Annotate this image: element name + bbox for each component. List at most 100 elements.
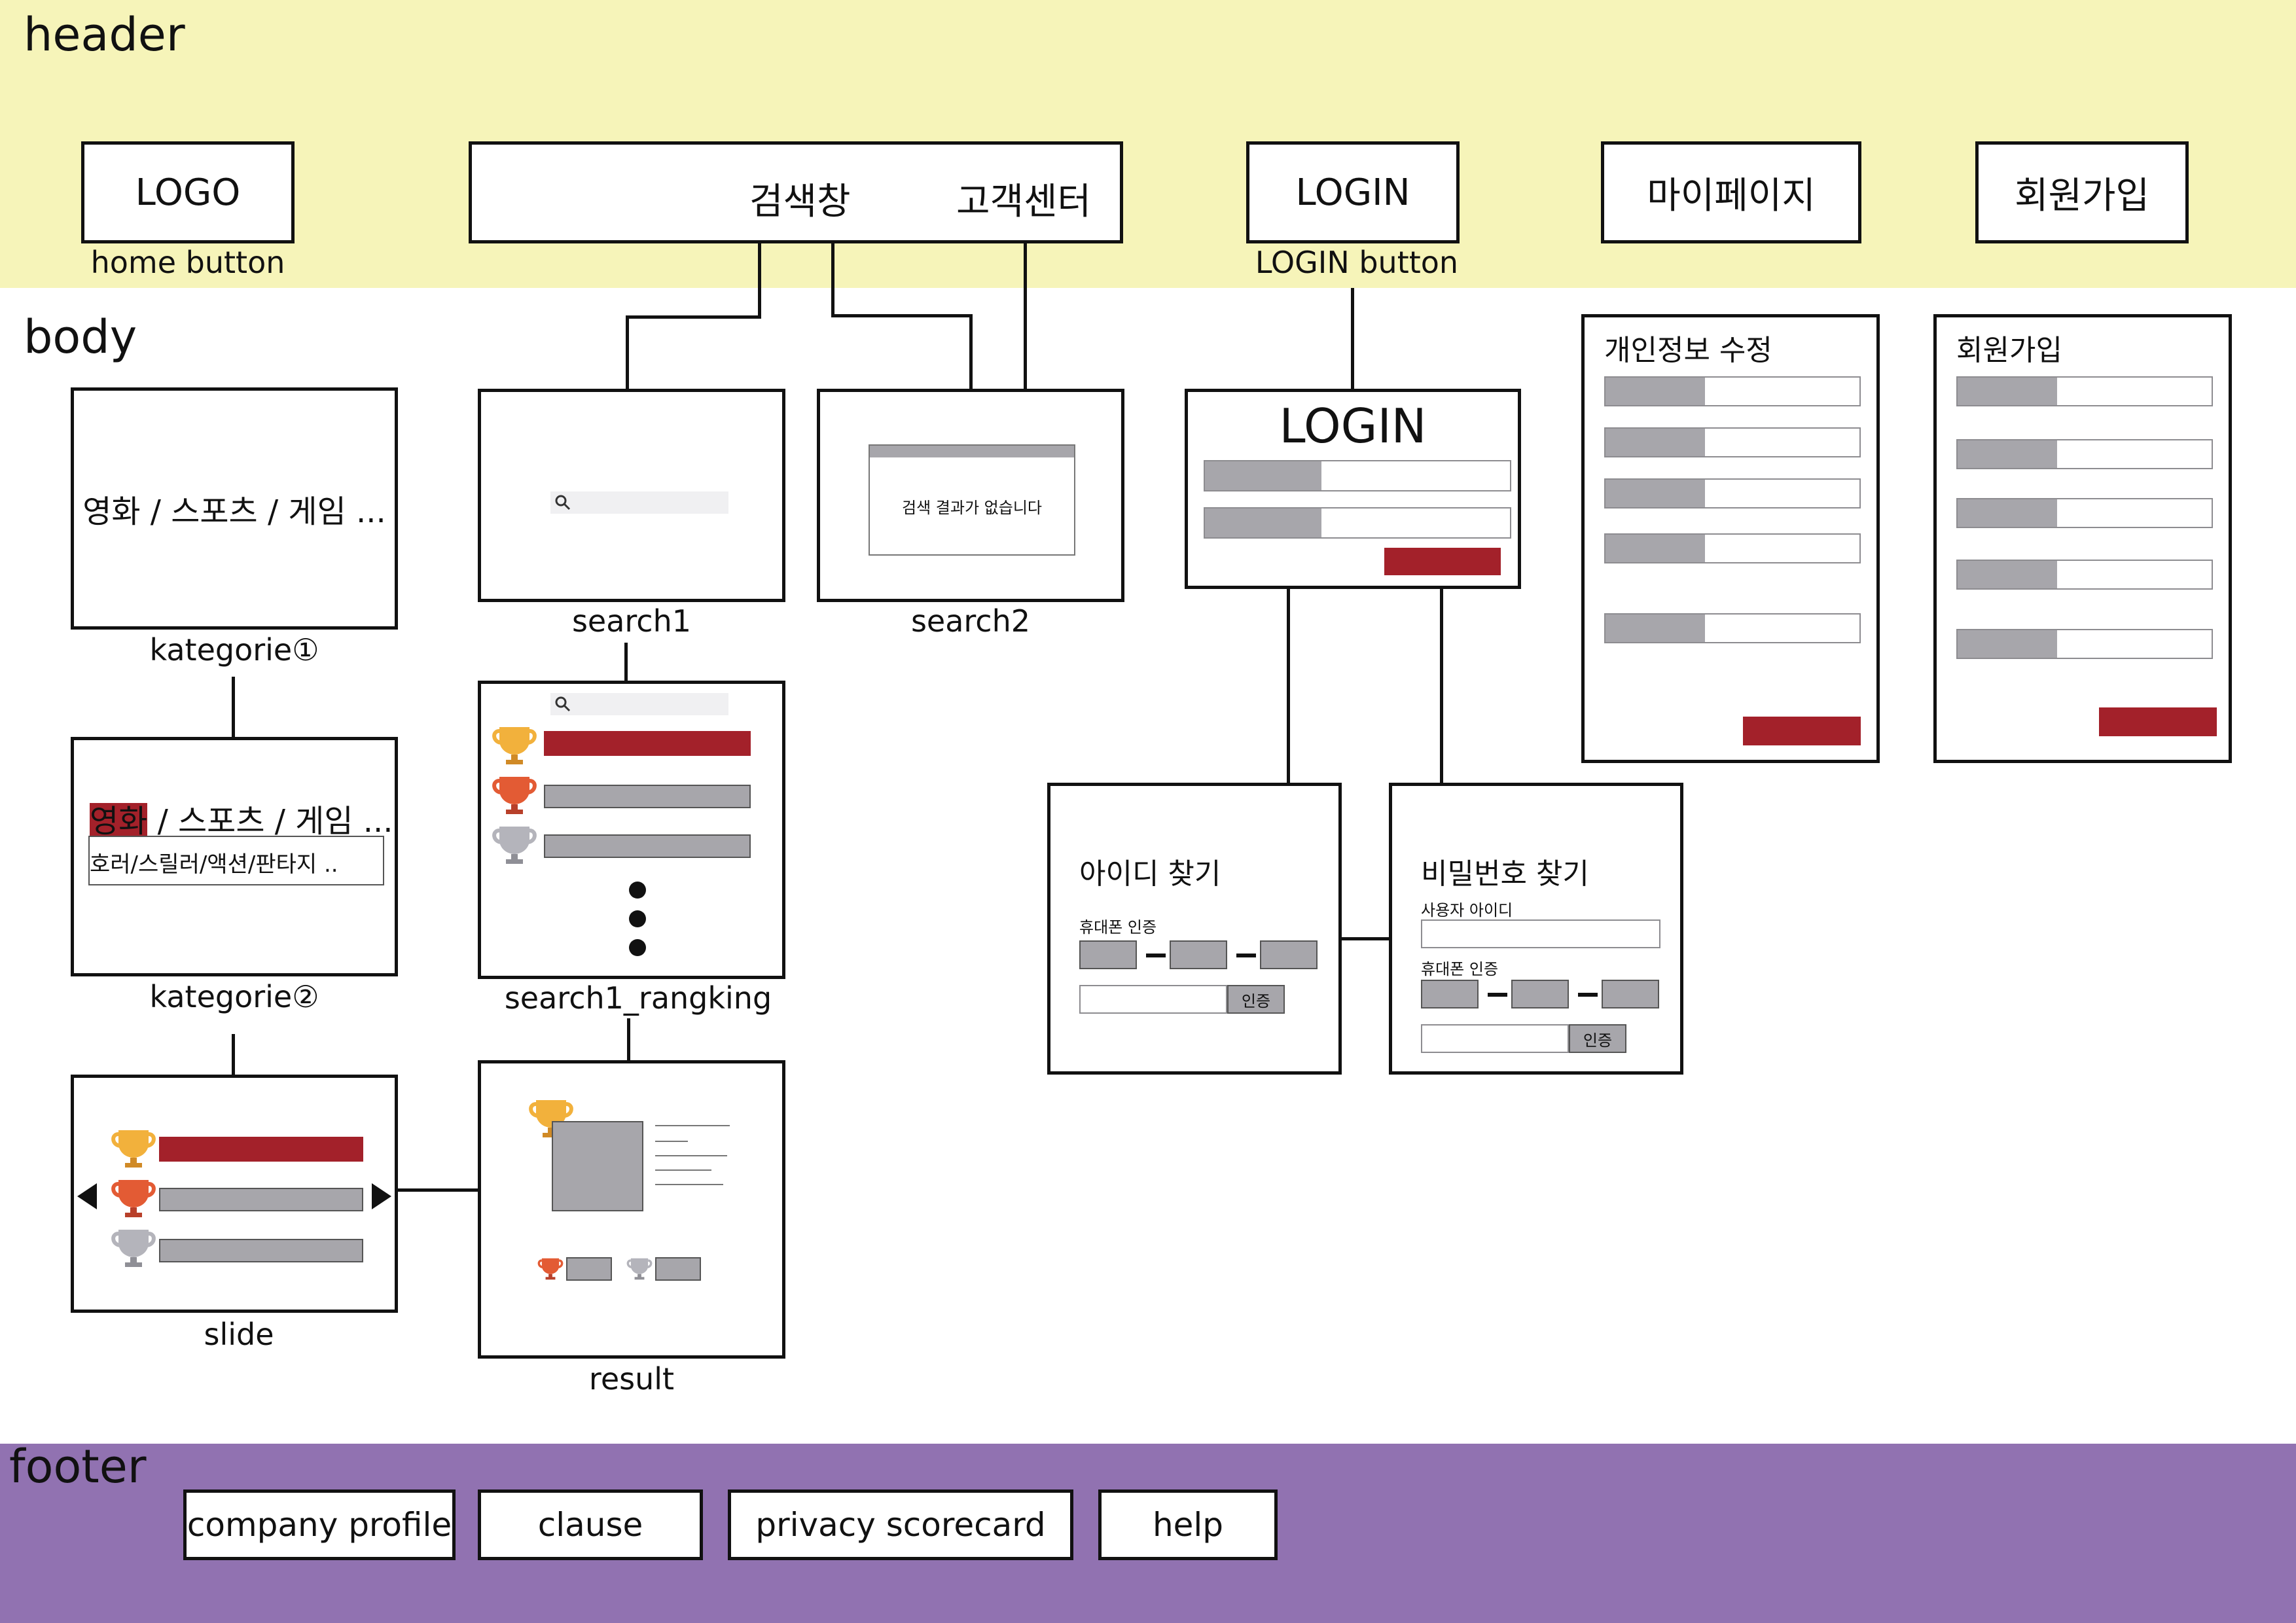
phone-field-2[interactable] (1511, 980, 1569, 1008)
dash (1236, 954, 1256, 957)
profile-field[interactable] (1604, 533, 1861, 563)
result-line (655, 1125, 730, 1126)
field-label (1605, 615, 1705, 642)
connector (1287, 586, 1290, 784)
phone-field-2[interactable] (1170, 940, 1227, 969)
footer-link-help[interactable]: help (1098, 1489, 1278, 1560)
result-line (655, 1184, 723, 1185)
verify-button[interactable]: 인증 (1569, 1024, 1626, 1053)
category1-box: 영화 / 스포츠 / 게임 ... (71, 387, 398, 630)
category1-text[interactable]: 영화 / 스포츠 / 게임 ... (82, 493, 386, 530)
logo-caption: home button (90, 245, 285, 280)
search-support-bar: 검색창 고객센터 (469, 141, 1123, 243)
login-form-title: LOGIN (1279, 399, 1427, 454)
category1-caption: kategorie① (149, 632, 319, 668)
slide-caption: slide (204, 1317, 274, 1352)
login-submit-button[interactable] (1384, 548, 1501, 575)
logo-button[interactable]: LOGO (81, 141, 295, 243)
find-id-box: 아이디 찾기 휴대폰 인증 인증 (1047, 783, 1342, 1075)
result-vote-silver[interactable] (655, 1257, 701, 1281)
login-form-box: LOGIN (1185, 389, 1521, 589)
search-input[interactable] (550, 491, 728, 514)
footer-link-clause[interactable]: clause (478, 1489, 703, 1560)
user-id-input[interactable] (1421, 919, 1660, 948)
field-label (1605, 429, 1705, 456)
signup-form-title: 회원가입 (1956, 334, 2062, 367)
field-label (1958, 378, 2057, 405)
trophy-red-icon (492, 777, 537, 814)
login-password-field[interactable] (1204, 507, 1511, 539)
search1-caption: search1 (571, 603, 692, 639)
profile-field[interactable] (1604, 478, 1861, 508)
field-label (1958, 440, 2057, 468)
trophy-red-icon (111, 1180, 156, 1217)
ranking-search-input[interactable] (550, 693, 728, 715)
ranking-item[interactable] (544, 785, 751, 808)
slide-item[interactable] (159, 1188, 363, 1211)
result-panel-header (870, 446, 1074, 457)
trophy-gold-icon (529, 1100, 573, 1137)
arrow-right-icon[interactable] (372, 1183, 391, 1209)
trophy-silver-icon (111, 1230, 156, 1267)
signup-button[interactable]: 회원가입 (1975, 141, 2189, 243)
category2-other-tabs[interactable]: / 스포츠 / 게임 ... (147, 803, 393, 840)
connector (232, 1034, 235, 1075)
profile-field[interactable] (1604, 427, 1861, 457)
search1-box (478, 389, 785, 602)
find-password-title: 비밀번호 찾기 (1421, 857, 1589, 891)
mypage-button[interactable]: 마이페이지 (1601, 141, 1861, 243)
login-caption: LOGIN button (1255, 245, 1459, 280)
ranking-item-active[interactable] (544, 731, 751, 756)
verify-button[interactable]: 인증 (1227, 985, 1285, 1014)
result-box (478, 1060, 785, 1359)
body-label: body (24, 310, 137, 364)
signup-field[interactable] (1956, 439, 2213, 469)
connector (624, 643, 628, 681)
connector (1440, 586, 1443, 784)
trophy-red-icon (537, 1258, 564, 1280)
search2-box: 검색 결과가 없습니다 (817, 389, 1124, 602)
profile-field[interactable] (1604, 376, 1861, 406)
phone-field-3[interactable] (1260, 940, 1318, 969)
phone-field-1[interactable] (1079, 940, 1137, 969)
header-label: header (24, 8, 185, 62)
phone-field-3[interactable] (1602, 980, 1659, 1008)
signup-field[interactable] (1956, 629, 2213, 659)
trophy-gold-icon (111, 1130, 156, 1168)
footer-link-company-profile[interactable]: company profile (183, 1489, 456, 1560)
find-password-box: 비밀번호 찾기 사용자 아이디 휴대폰 인증 인증 (1389, 783, 1683, 1075)
phone-field-1[interactable] (1421, 980, 1479, 1008)
ranking-item[interactable] (544, 834, 751, 858)
login-button[interactable]: LOGIN (1246, 141, 1460, 243)
more-dot (629, 939, 646, 956)
search-icon (555, 696, 571, 712)
search-bar-label[interactable]: 검색창 (749, 181, 851, 223)
field-label (1605, 535, 1705, 562)
verify-code-input[interactable] (1421, 1024, 1569, 1053)
connector (831, 243, 834, 317)
edit-profile-submit-button[interactable] (1743, 717, 1861, 745)
category2-active-tab[interactable]: 영화 (90, 803, 148, 840)
connector (232, 677, 235, 737)
ranking-box (478, 681, 785, 979)
category2-menu: 영화 / 스포츠 / 게임 ... (90, 795, 393, 841)
login-id-field[interactable] (1204, 460, 1511, 491)
signup-field[interactable] (1956, 376, 2213, 406)
search-icon (555, 495, 571, 510)
footer-label: footer (9, 1440, 147, 1493)
footer-link-privacy-scorecard[interactable]: privacy scorecard (728, 1489, 1073, 1560)
profile-field[interactable] (1604, 613, 1861, 643)
customer-center-label[interactable]: 고객센터 (956, 181, 1092, 223)
slide-item-active[interactable] (159, 1137, 363, 1162)
arrow-left-icon[interactable] (77, 1183, 97, 1209)
result-vote-red[interactable] (566, 1257, 612, 1281)
signup-field[interactable] (1956, 498, 2213, 528)
result-image (552, 1121, 643, 1211)
signup-submit-button[interactable] (2099, 707, 2217, 736)
verify-code-input[interactable] (1079, 985, 1227, 1014)
dash (1488, 993, 1507, 997)
slide-item[interactable] (159, 1239, 363, 1262)
category2-submenu[interactable]: 호러/스릴러/액션/판타지 .. (88, 836, 384, 885)
dash (1578, 993, 1598, 997)
signup-field[interactable] (1956, 560, 2213, 590)
